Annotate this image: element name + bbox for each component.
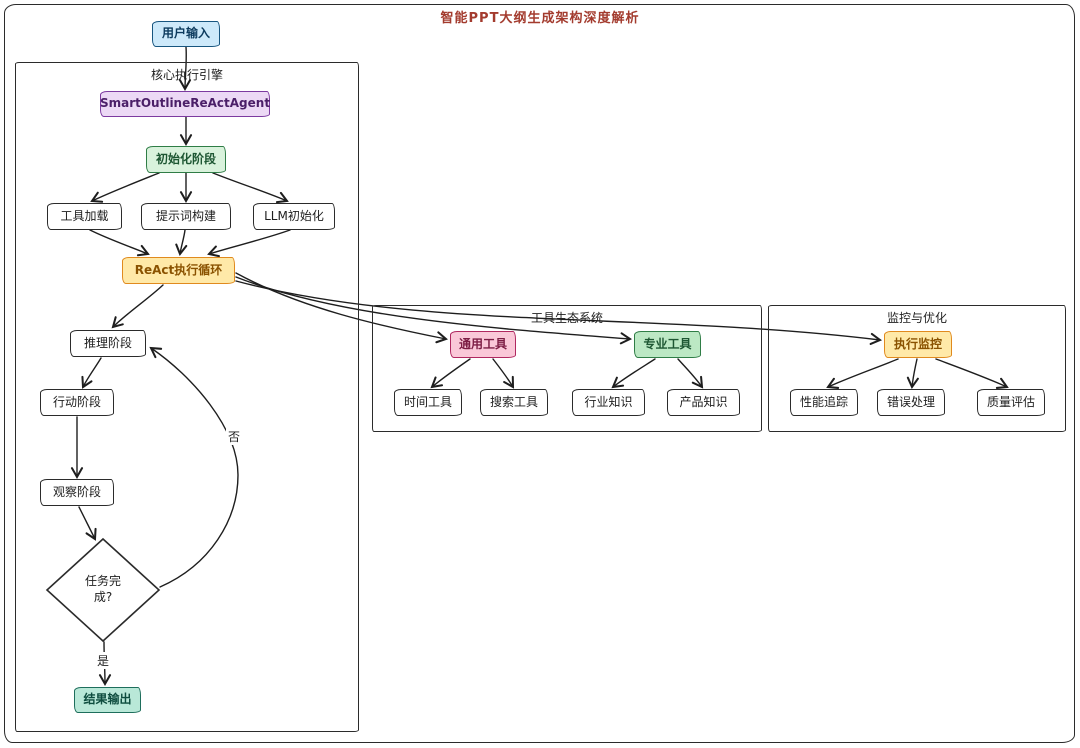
node-general-tools: 通用工具 xyxy=(450,331,516,358)
diagram-title: 智能PPT大纲生成架构深度解析 xyxy=(440,11,640,26)
core-engine-container: 核心执行引擎 xyxy=(15,62,359,732)
node-error-handling: 错误处理 xyxy=(877,389,945,416)
node-quality-eval: 质量评估 xyxy=(977,389,1045,416)
node-pro-tools: 专业工具 xyxy=(634,331,701,358)
node-user-input: 用户输入 xyxy=(152,21,220,47)
node-llm-init: LLM初始化 xyxy=(253,203,335,230)
node-action-phase: 行动阶段 xyxy=(40,389,114,416)
tool-ecosystem-label: 工具生态系统 xyxy=(530,311,604,325)
node-perf-tracking: 性能追踪 xyxy=(790,389,858,416)
node-smart-outline-react-agent: SmartOutlineReActAgent xyxy=(100,91,270,117)
node-result-output: 结果输出 xyxy=(74,687,141,713)
node-task-done-label: 任务完成? xyxy=(84,574,121,604)
node-exec-monitor: 执行监控 xyxy=(884,331,952,358)
node-observation-phase: 观察阶段 xyxy=(40,479,114,506)
node-search-tool: 搜索工具 xyxy=(480,389,548,416)
node-prompt-build: 提示词构建 xyxy=(141,203,231,230)
node-init-phase: 初始化阶段 xyxy=(146,146,226,173)
monitoring-container: 监控与优化 xyxy=(768,305,1066,432)
core-engine-label: 核心执行引擎 xyxy=(150,68,224,82)
node-react-loop: ReAct执行循环 xyxy=(122,257,235,284)
node-product-knowledge: 产品知识 xyxy=(667,389,740,416)
node-tool-load: 工具加载 xyxy=(47,203,122,230)
monitoring-label: 监控与优化 xyxy=(886,311,948,325)
node-industry-knowledge: 行业知识 xyxy=(572,389,645,416)
edge-label-no: 否 xyxy=(226,428,243,445)
node-reasoning-phase: 推理阶段 xyxy=(70,330,146,357)
tool-ecosystem-container: 工具生态系统 xyxy=(372,305,762,432)
node-time-tool: 时间工具 xyxy=(394,389,462,416)
edge-label-yes: 是 xyxy=(95,652,112,669)
